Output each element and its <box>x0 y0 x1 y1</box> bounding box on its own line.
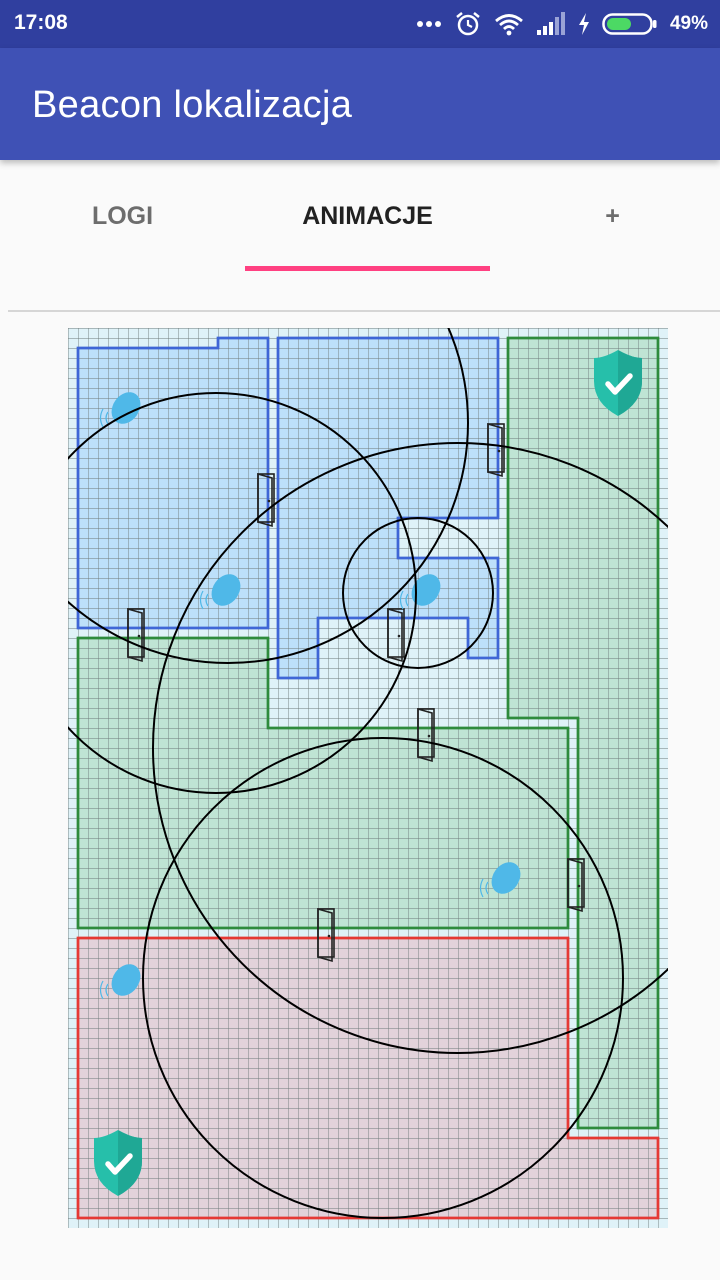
battery-percent: 49% <box>669 13 708 34</box>
charging-icon <box>578 13 589 35</box>
status-time: 17:08 <box>14 11 68 34</box>
floor-map-canvas <box>68 328 668 1228</box>
range-circle <box>68 392 417 794</box>
app-bar: Beacon lokalizacja <box>0 48 720 160</box>
status-icons: 49% <box>416 8 708 40</box>
more-dots-icon <box>416 21 441 27</box>
tab-animacje[interactable]: ANIMACJE <box>302 201 433 230</box>
alarm-icon <box>456 12 480 36</box>
app-title: Beacon lokalizacja <box>32 84 353 126</box>
signal-icon <box>536 12 565 35</box>
wifi-icon <box>495 14 523 36</box>
range-circle <box>142 737 624 1219</box>
battery-icon <box>602 13 657 35</box>
range-circle <box>342 517 494 669</box>
tab-indicator <box>245 266 490 271</box>
range-circle <box>68 328 469 664</box>
range-circle <box>152 442 668 1054</box>
floor-map[interactable] <box>68 328 668 1228</box>
tab-logi[interactable]: LOGI <box>91 201 154 230</box>
status-bar: 17:08 49% <box>0 0 720 48</box>
tab-divider <box>8 310 720 312</box>
tab-add[interactable]: + <box>605 201 620 230</box>
tab-bar: LOGI ANIMACJE + <box>0 160 720 272</box>
